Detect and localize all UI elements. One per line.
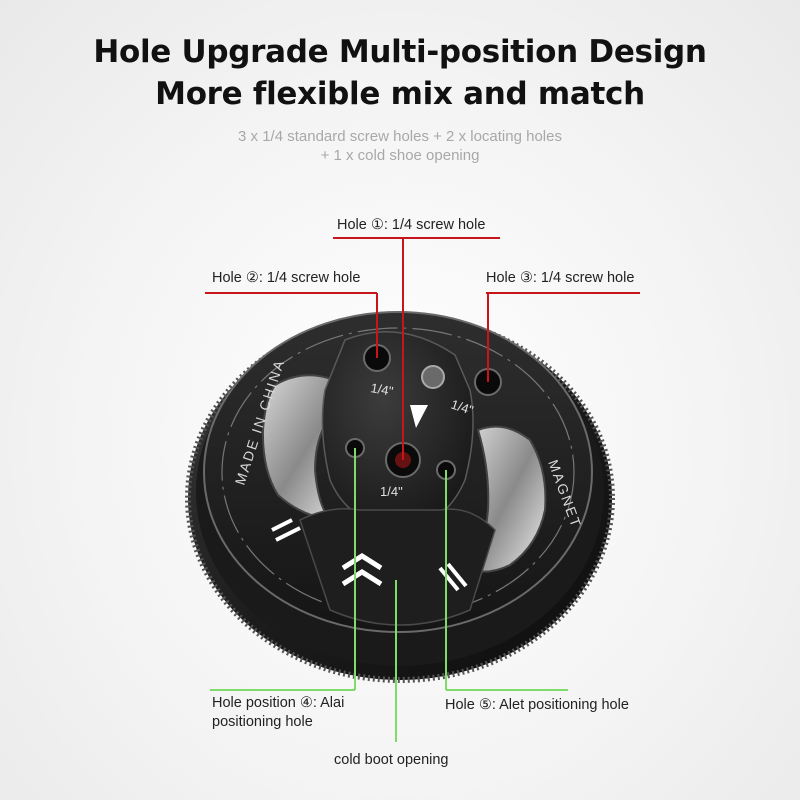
subheading-line-2: + 1 x cold shoe opening [320, 147, 480, 164]
hole-size-label-right: 1/4" [449, 397, 476, 418]
slash-marks-left [271, 518, 301, 542]
hole-size-label-left: 1/4" [369, 380, 394, 399]
callout-line-hole-3 [486, 292, 640, 382]
heading-line-2: More flexible mix and match [155, 76, 645, 112]
hole-size-label-center: 1/4" [380, 484, 403, 499]
callout-line-hole-5 [445, 470, 568, 691]
slash-marks-right [438, 562, 468, 592]
callout-label-hole-4-line-2: positioning hole [212, 714, 313, 730]
callout-label-hole-1: Hole ①: 1/4 screw hole [337, 217, 486, 233]
callout-label-hole-5: Hole ⑤: Alet positioning hole [445, 697, 629, 713]
small-threaded-hole [421, 365, 445, 389]
chevron-marks-icon [341, 553, 383, 587]
heading-line-1: Hole Upgrade Multi-position Design [93, 34, 707, 70]
callout-line-hole-2 [205, 292, 378, 358]
callout-line-hole-4 [210, 448, 356, 691]
pointer-triangle-icon [410, 405, 428, 428]
callout-label-hole-2: Hole ②: 1/4 screw hole [212, 270, 361, 286]
subheading-line-1: 3 x 1/4 standard screw holes + 2 x locat… [238, 128, 562, 145]
callout-line-hole-1 [333, 237, 500, 460]
callout-label-hole-4-line-1: Hole position ④: Alai [212, 695, 345, 711]
callout-label-hole-3: Hole ③: 1/4 screw hole [486, 270, 635, 286]
callout-label-cold-boot: cold boot opening [334, 752, 449, 768]
